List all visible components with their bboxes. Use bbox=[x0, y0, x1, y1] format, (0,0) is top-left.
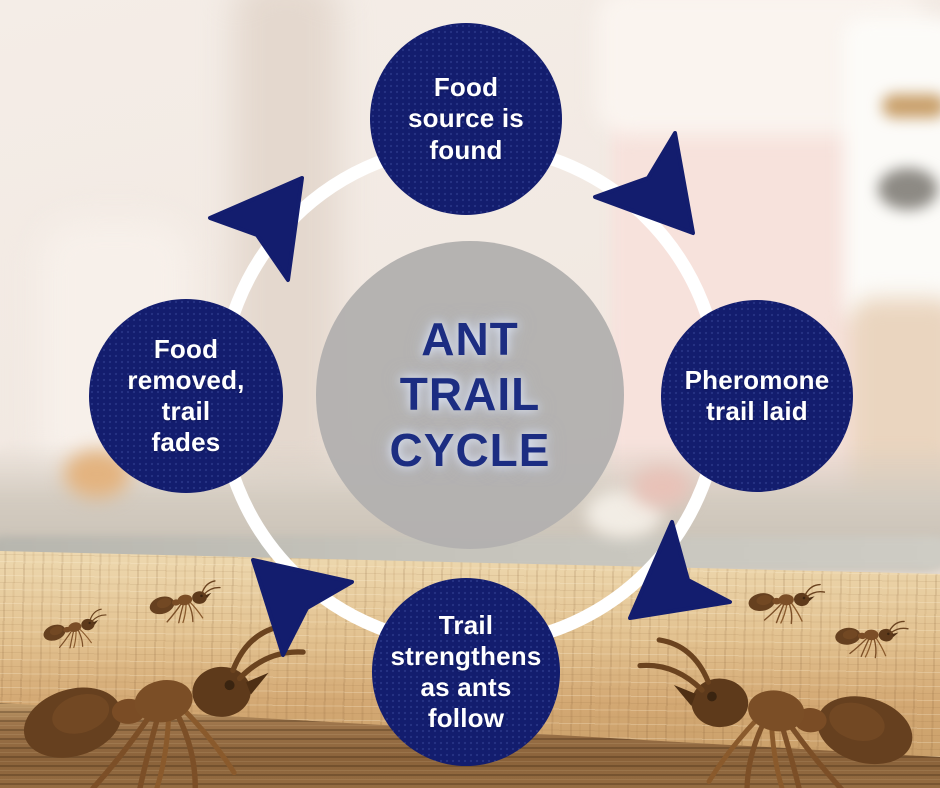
cycle-node-label: Pheromone trail laid bbox=[684, 364, 830, 426]
counter-item-pink bbox=[632, 466, 692, 508]
cycle-node-pheromone-trail-laid: Pheromone trail laid bbox=[661, 300, 853, 492]
clockwise-arrow-top-right-icon bbox=[593, 131, 695, 235]
cycle-node-label: Food source is found bbox=[408, 72, 524, 165]
cycle-node-label: Trail strengthens as ants follow bbox=[390, 609, 542, 734]
appliance-detail bbox=[882, 94, 940, 118]
appliance-detail-dark bbox=[878, 168, 938, 210]
clockwise-arrow-bottom-left-icon bbox=[251, 558, 354, 657]
cycle-node-food-source-found: Food source is found bbox=[370, 23, 562, 215]
cycle-node-trail-strengthens: Trail strengthens as ants follow bbox=[372, 578, 560, 766]
clockwise-arrow-bottom-right-icon bbox=[628, 520, 732, 620]
cycle-center-circle: ANT TRAIL CYCLE bbox=[316, 241, 624, 549]
cycle-node-label: Food removed, trail fades bbox=[127, 333, 245, 458]
cycle-node-food-removed-trail-fades: Food removed, trail fades bbox=[89, 299, 283, 493]
diagram-title: ANT TRAIL CYCLE bbox=[389, 313, 551, 476]
clockwise-arrow-top-left-icon bbox=[208, 176, 304, 282]
